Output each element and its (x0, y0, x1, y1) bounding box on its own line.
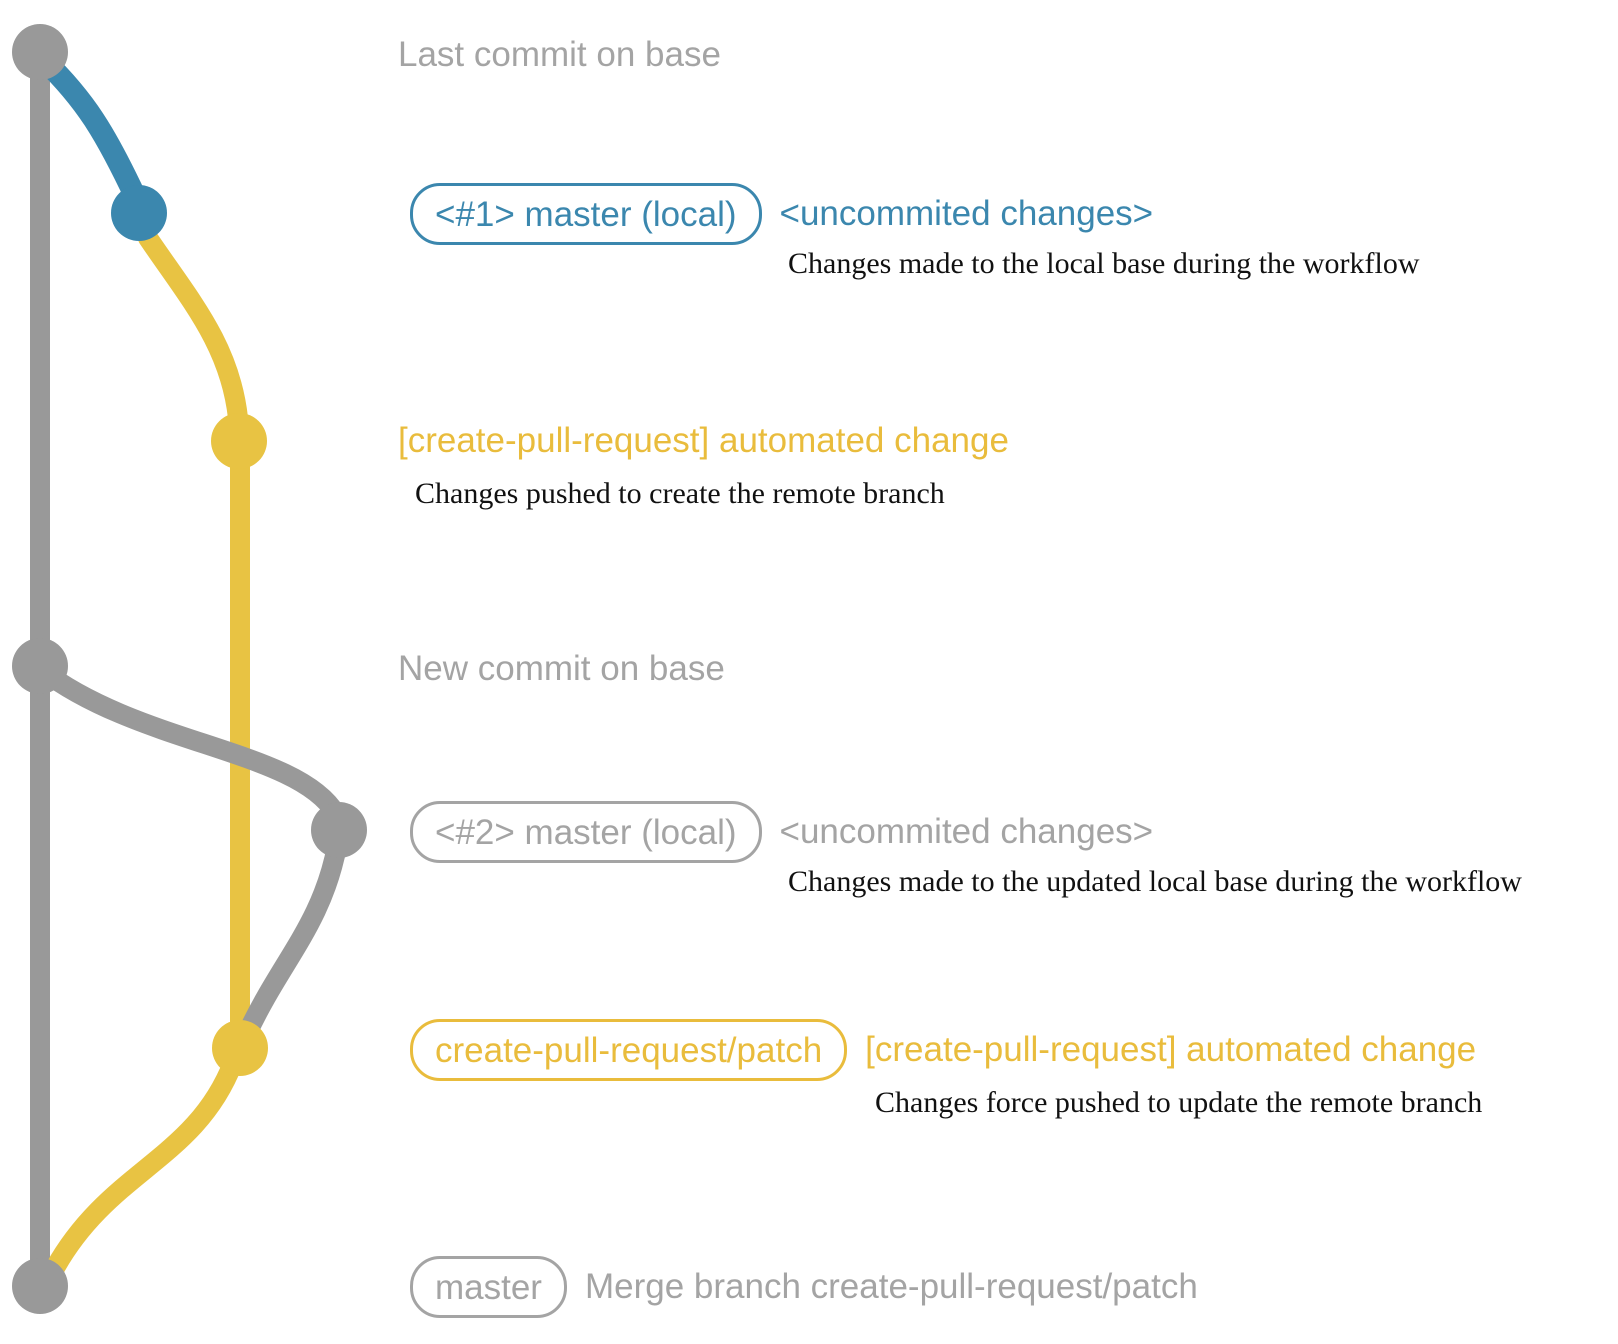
create-pull-request-patch-badge: create-pull-request/patch (410, 1019, 848, 1081)
local-master-1-row: <#1> master (local) <uncommited changes> (410, 183, 1153, 245)
automated-change-2-note: [create-pull-request] automated change (865, 1030, 1477, 1069)
local-branch-1-curve (33, 49, 147, 209)
automated-change-1-note: [create-pull-request] automated change (398, 421, 1009, 460)
base-to-local-2-curve (32, 660, 346, 824)
merge-commit-node (12, 1258, 68, 1314)
merge-into-base-curve (45, 1053, 243, 1278)
master-local-2-badge: <#2> master (local) (410, 801, 762, 863)
local-master-2-row: <#2> master (local) <uncommited changes> (410, 801, 1153, 863)
new-commit-on-base-node (12, 638, 68, 694)
last-commit-label-row: Last commit on base (398, 34, 721, 76)
new-commit-on-base-label: New commit on base (398, 649, 725, 688)
remote-branch-updated-node (212, 1020, 268, 1076)
local-change-2-node (311, 802, 367, 858)
automated-change-1-row: [create-pull-request] automated change (398, 420, 1009, 462)
merge-row: master Merge branch create-pull-request/… (410, 1256, 1198, 1318)
patch-branch-curve (138, 228, 248, 428)
patch-branch-row: create-pull-request/patch [create-pull-r… (410, 1019, 1476, 1081)
local-change-2-description: Changes made to the updated local base d… (788, 865, 1522, 898)
remote-branch-created-node (211, 413, 267, 469)
local-2-to-patch-curve (237, 836, 347, 1044)
uncommited-changes-1-note: <uncommited changes> (779, 194, 1154, 233)
master-badge: master (410, 1256, 567, 1318)
uncommited-changes-2-note: <uncommited changes> (779, 812, 1154, 851)
merge-branch-note: Merge branch create-pull-request/patch (584, 1267, 1198, 1306)
last-commit-on-base-label: Last commit on base (398, 35, 721, 74)
master-local-1-badge: <#1> master (local) (410, 183, 762, 245)
local-change-1-description: Changes made to the local base during th… (788, 247, 1420, 280)
force-push-description: Changes force pushed to update the remot… (875, 1086, 1483, 1119)
push-remote-branch-description: Changes pushed to create the remote bran… (415, 477, 945, 510)
new-commit-label-row: New commit on base (398, 648, 725, 690)
local-change-1-node (111, 185, 167, 241)
last-commit-on-base-node (12, 24, 68, 80)
